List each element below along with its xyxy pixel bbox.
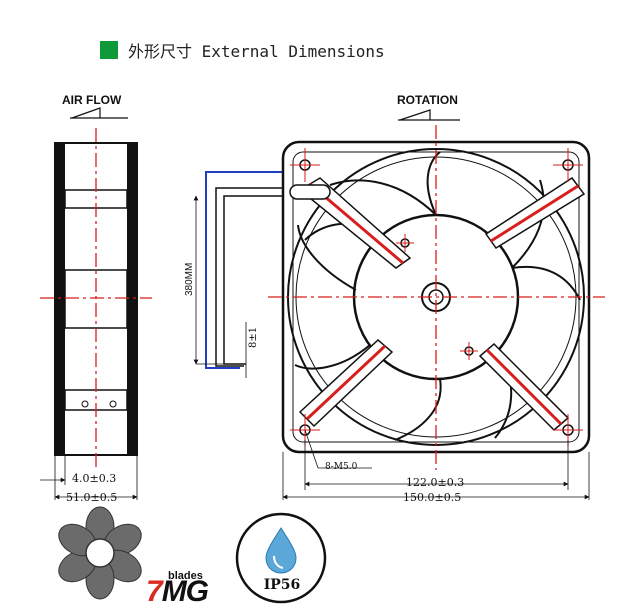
overall-size-label: 150.0±0.5: [403, 491, 462, 504]
page-title: 外形尺寸 External Dimensions: [128, 42, 385, 61]
depth-label: 51.0±0.5: [66, 491, 118, 504]
rotation-label: ROTATION: [397, 93, 458, 107]
blades-word: blades: [168, 570, 203, 582]
hole-spec-label: 8-M5.0: [325, 462, 358, 472]
front-dimensions: [282, 429, 590, 500]
brand-logo: 7MG: [146, 575, 209, 608]
flange-thickness-label: 4.0±0.3: [72, 472, 117, 485]
fan-blades-icon: [58, 506, 142, 600]
green-square-icon: [100, 41, 118, 59]
front-view: [268, 125, 605, 470]
water-drop-icon: [265, 527, 297, 574]
cable-length-label: 380MM: [184, 262, 195, 296]
air-flow-arrow-icon: [70, 107, 128, 119]
ip-rating-label: IP56: [263, 577, 301, 593]
rotation-arrow-icon: [398, 109, 460, 121]
title-row: 外形尺寸 External Dimensions: [100, 38, 385, 62]
cable-tolerance-label: 8±1: [248, 326, 259, 348]
air-flow-label: AIR FLOW: [62, 93, 122, 107]
hole-pitch-label: 122.0±0.3: [406, 476, 465, 489]
side-view: [40, 128, 152, 470]
side-dimensions: [40, 455, 138, 500]
ip-badge: [235, 512, 327, 604]
cable: [193, 171, 282, 378]
